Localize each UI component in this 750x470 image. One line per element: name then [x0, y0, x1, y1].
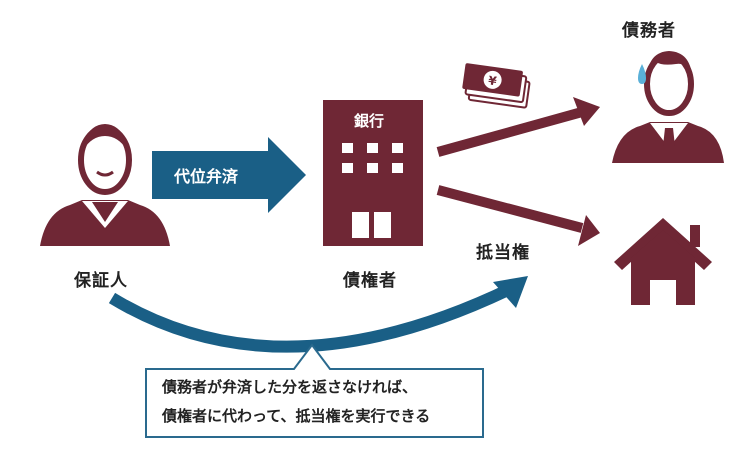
arrow-to-debtor [436, 97, 600, 157]
callout-box [145, 343, 484, 438]
subrogation-arrow [152, 137, 306, 213]
callout-line-1: 債務者が弁済した分を返さなければ、 [162, 378, 418, 396]
guarantor-label: 保証人 [74, 271, 128, 291]
yen-banknotes-icon: ¥ [462, 63, 531, 109]
svg-text:¥: ¥ [487, 73, 498, 88]
mortgage-right-label: 抵当権 [476, 243, 530, 263]
bank-building-icon [323, 100, 423, 246]
bank-label: 銀行 [354, 112, 385, 130]
creditor-label: 債権者 [343, 271, 397, 291]
worried-businessman-icon [612, 51, 724, 163]
guarantor-person-icon [40, 124, 170, 246]
subrogation-label: 代位弁済 [174, 167, 239, 186]
recourse-curved-arrow [108, 276, 528, 353]
arrow-to-collateral [436, 185, 600, 246]
house-icon [614, 218, 712, 305]
debtor-label: 債務者 [622, 21, 676, 41]
callout-line-2: 債権者に代わって、抵当権を実行できる [162, 407, 431, 425]
